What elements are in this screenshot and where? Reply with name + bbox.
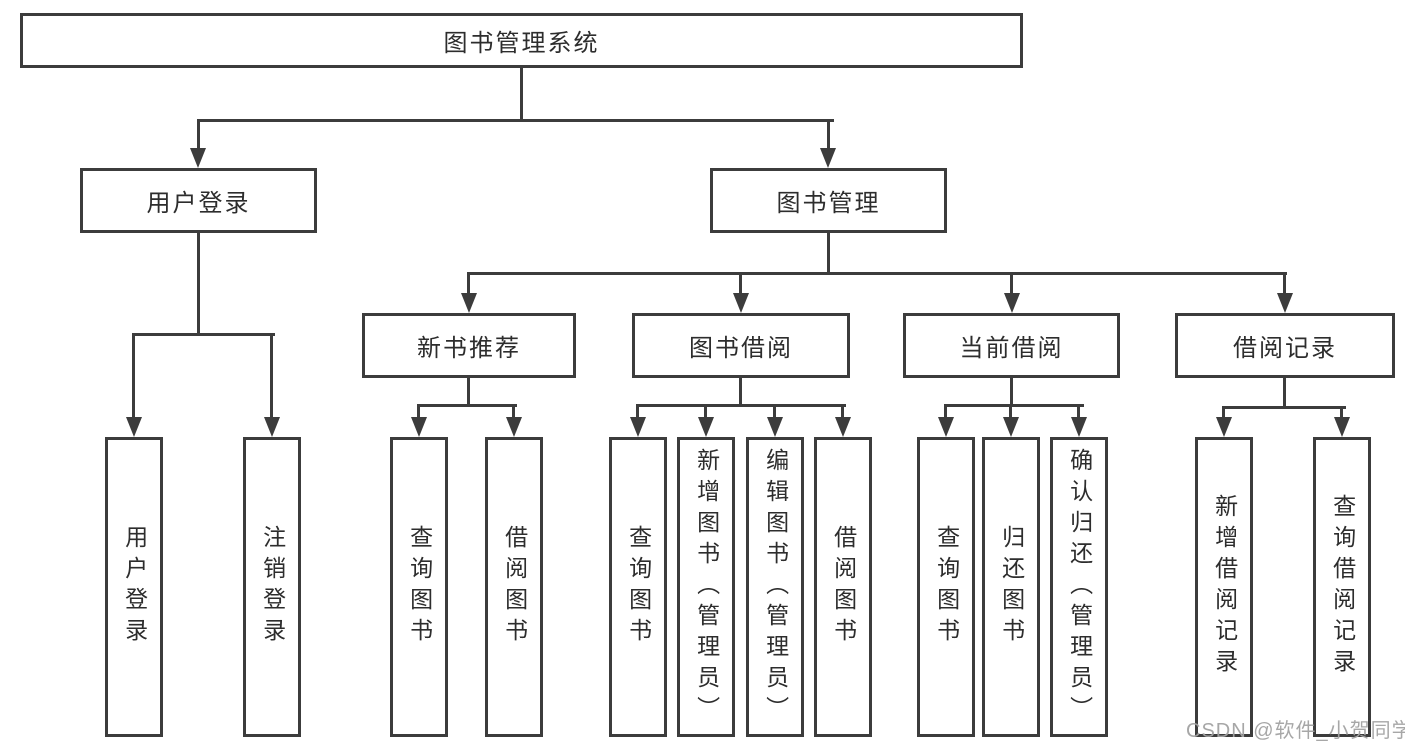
node-new-book-recommendation: 新书推荐 bbox=[362, 313, 576, 378]
node-label: 图书管理系统 bbox=[443, 30, 600, 57]
arrow-down-icon bbox=[835, 417, 851, 437]
connector-stem-leaf bbox=[512, 404, 515, 419]
connector-stem-leaf-login bbox=[132, 333, 135, 421]
arrow-down-icon bbox=[630, 417, 646, 437]
connector-records-split bbox=[1222, 406, 1346, 409]
leaf-label: 借阅图书 bbox=[830, 525, 857, 649]
connector-stem-new-book bbox=[467, 272, 470, 297]
connector-stem-leaf-logout bbox=[270, 333, 273, 421]
leaf-user-login: 用户登录 bbox=[105, 437, 163, 737]
leaf-label: 用户登录 bbox=[121, 525, 148, 649]
leaf-borrow-books-recommend: 借阅图书 bbox=[485, 437, 543, 737]
connector-stem-leaf bbox=[944, 404, 947, 419]
connector-root-stem bbox=[520, 66, 523, 119]
connector-stem-book-management bbox=[827, 119, 830, 152]
leaf-logout-login: 注销登录 bbox=[243, 437, 301, 737]
arrow-down-icon bbox=[1003, 417, 1019, 437]
arrow-down-icon bbox=[938, 417, 954, 437]
leaf-label: 新增借阅记录 bbox=[1211, 494, 1238, 680]
connector-borrowing-stem bbox=[739, 376, 742, 406]
node-label: 图书借阅 bbox=[689, 335, 793, 362]
connector-records-stem bbox=[1283, 376, 1286, 408]
connector-newbook-split bbox=[417, 404, 517, 407]
connector-stem-current-borrow bbox=[1010, 272, 1013, 297]
node-label: 用户登录 bbox=[146, 190, 251, 217]
leaf-add-books-admin: 新增图书（管理员） bbox=[677, 437, 735, 737]
connector-stem-leaf bbox=[773, 404, 776, 419]
node-library-management-system: 图书管理系统 bbox=[20, 13, 1023, 68]
arrow-down-icon bbox=[767, 417, 783, 437]
leaf-label: 确认归还（管理员） bbox=[1066, 447, 1093, 727]
leaf-edit-books-admin: 编辑图书（管理员） bbox=[746, 437, 804, 737]
leaf-label: 查询图书 bbox=[933, 525, 960, 649]
node-label: 新书推荐 bbox=[417, 335, 521, 362]
arrow-down-icon bbox=[411, 417, 427, 437]
node-user-login: 用户登录 bbox=[80, 168, 317, 233]
connector-stem-leaf bbox=[1340, 406, 1343, 419]
watermark: CSDN @软件_小贺同学 bbox=[1186, 720, 1405, 742]
leaf-label: 查询图书 bbox=[625, 525, 652, 649]
leaf-label: 注销登录 bbox=[259, 525, 286, 649]
connector-stem-user-login bbox=[197, 119, 200, 152]
arrow-down-icon bbox=[1071, 417, 1087, 437]
leaf-label: 查询图书 bbox=[406, 525, 433, 649]
connector-stem-leaf bbox=[636, 404, 639, 419]
leaf-label: 归还图书 bbox=[998, 525, 1025, 649]
connector-stem-leaf bbox=[1009, 404, 1012, 419]
node-borrowing-records: 借阅记录 bbox=[1175, 313, 1395, 378]
connector-borrowing-split bbox=[636, 404, 846, 407]
connector-current-split bbox=[944, 404, 1084, 407]
connector-stem-leaf bbox=[1077, 404, 1080, 419]
arrow-down-icon bbox=[1216, 417, 1232, 437]
node-label: 图书管理 bbox=[776, 190, 881, 217]
arrow-down-icon bbox=[1004, 293, 1020, 313]
connector-userlogin-stem bbox=[197, 231, 200, 333]
node-book-borrowing: 图书借阅 bbox=[632, 313, 850, 378]
arrow-down-icon bbox=[733, 293, 749, 313]
leaf-add-borrow-record: 新增借阅记录 bbox=[1195, 437, 1253, 737]
leaf-label: 查询借阅记录 bbox=[1329, 494, 1356, 680]
leaf-borrow-books-borrowing: 借阅图书 bbox=[814, 437, 872, 737]
connector-stem-leaf bbox=[1222, 406, 1225, 419]
arrow-down-icon bbox=[1277, 293, 1293, 313]
arrow-down-icon bbox=[126, 417, 142, 437]
arrow-down-icon bbox=[264, 417, 280, 437]
leaf-query-books-borrowing: 查询图书 bbox=[609, 437, 667, 737]
connector-userlogin-split bbox=[132, 333, 275, 336]
leaf-confirm-return-admin: 确认归还（管理员） bbox=[1050, 437, 1108, 737]
leaf-label: 借阅图书 bbox=[501, 525, 528, 649]
leaf-label: 编辑图书（管理员） bbox=[762, 447, 789, 727]
connector-stem-borrow-records bbox=[1283, 272, 1286, 297]
connector-current-stem bbox=[1010, 376, 1013, 406]
node-label: 当前借阅 bbox=[959, 335, 1064, 362]
node-current-borrowing: 当前借阅 bbox=[903, 313, 1120, 378]
arrow-down-icon bbox=[461, 293, 477, 313]
connector-bookmgmt-stem bbox=[827, 231, 830, 273]
connector-stem-leaf bbox=[417, 404, 420, 419]
arrow-down-icon bbox=[820, 148, 836, 168]
leaf-label: 新增图书（管理员） bbox=[693, 447, 720, 727]
node-book-management: 图书管理 bbox=[710, 168, 947, 233]
leaf-query-books-current: 查询图书 bbox=[917, 437, 975, 737]
connector-root-split bbox=[197, 119, 834, 122]
leaf-query-borrow-record: 查询借阅记录 bbox=[1313, 437, 1371, 737]
arrow-down-icon bbox=[1334, 417, 1350, 437]
connector-newbook-stem bbox=[467, 376, 470, 406]
arrow-down-icon bbox=[698, 417, 714, 437]
connector-stem-leaf bbox=[841, 404, 844, 419]
arrow-down-icon bbox=[190, 148, 206, 168]
arrow-down-icon bbox=[506, 417, 522, 437]
connector-bookmgmt-split bbox=[467, 272, 1287, 275]
connector-stem-book-borrow bbox=[739, 272, 742, 297]
leaf-query-books-recommend: 查询图书 bbox=[390, 437, 448, 737]
connector-stem-leaf bbox=[704, 404, 707, 419]
leaf-return-books: 归还图书 bbox=[982, 437, 1040, 737]
node-label: 借阅记录 bbox=[1233, 335, 1337, 362]
